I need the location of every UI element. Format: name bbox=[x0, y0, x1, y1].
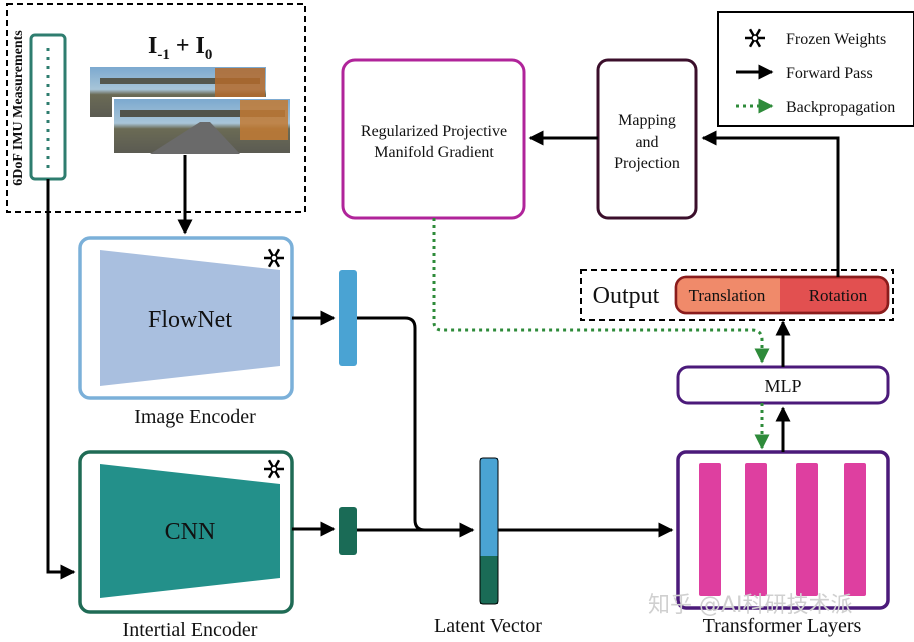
mlp-label: MLP bbox=[764, 376, 801, 396]
image-feature-bar bbox=[339, 270, 357, 366]
latent-vector-caption: Latent Vector bbox=[434, 615, 542, 637]
arrow-imu-to-inertial-encoder bbox=[46, 179, 76, 580]
translation-label: Translation bbox=[689, 286, 766, 305]
gradient-label-line1: Regularized Projective bbox=[361, 123, 507, 140]
inertial-feature-bar bbox=[339, 507, 357, 555]
snowflake-icon bbox=[264, 248, 284, 268]
snowflake-icon bbox=[745, 28, 765, 48]
backprop-arrow-to-mlp bbox=[432, 218, 770, 364]
snowflake-icon bbox=[264, 459, 284, 479]
flownet-label: FlowNet bbox=[148, 307, 232, 333]
legend-frozen-label: Frozen Weights bbox=[786, 31, 886, 48]
camera-frame-current bbox=[112, 97, 292, 155]
transformer-layer-bar bbox=[796, 463, 818, 596]
watermark-text: 知乎 @AI科研技术派 bbox=[648, 593, 853, 618]
inertial-encoder-caption: Intertial Encoder bbox=[123, 619, 258, 641]
output-region bbox=[580, 269, 894, 321]
frames-title: I-1 + I0 bbox=[148, 33, 212, 63]
watermark: 知乎 @AI科研技术派 bbox=[648, 593, 853, 618]
translation-segment bbox=[676, 277, 780, 313]
transformer-caption: Transformer Layers bbox=[703, 615, 862, 637]
gradient-label-line2: Manifold Gradient bbox=[374, 144, 494, 161]
legend-forward-label: Forward Pass bbox=[786, 65, 873, 82]
cnn-block bbox=[100, 464, 280, 598]
mapping-label-line1: Mapping bbox=[618, 112, 676, 129]
mapping-label-line2: and bbox=[635, 134, 658, 151]
legend-backprop-label: Backpropagation bbox=[786, 99, 895, 116]
image-encoder-caption: Image Encoder bbox=[134, 406, 256, 428]
arrow-image-feature-to-latent bbox=[357, 316, 475, 538]
transformer-layer-bar bbox=[699, 463, 721, 596]
latent-vector-inertial-part bbox=[480, 556, 498, 604]
transformer-layer-bar bbox=[745, 463, 767, 596]
output-label: Output bbox=[593, 283, 660, 309]
mapping-label-line3: Projection bbox=[614, 155, 680, 172]
cnn-label: CNN bbox=[165, 519, 216, 545]
rotation-label: Rotation bbox=[809, 286, 868, 305]
output-pill-border bbox=[674, 275, 890, 315]
input-region bbox=[6, 3, 306, 213]
latent-vector-image-part bbox=[480, 458, 498, 556]
transformer-layer-bar bbox=[844, 463, 866, 596]
imu-label: 6DoF IMU Measurements bbox=[11, 30, 26, 186]
arrow-rotation-to-mapping bbox=[701, 130, 840, 277]
flownet-block bbox=[100, 250, 280, 386]
